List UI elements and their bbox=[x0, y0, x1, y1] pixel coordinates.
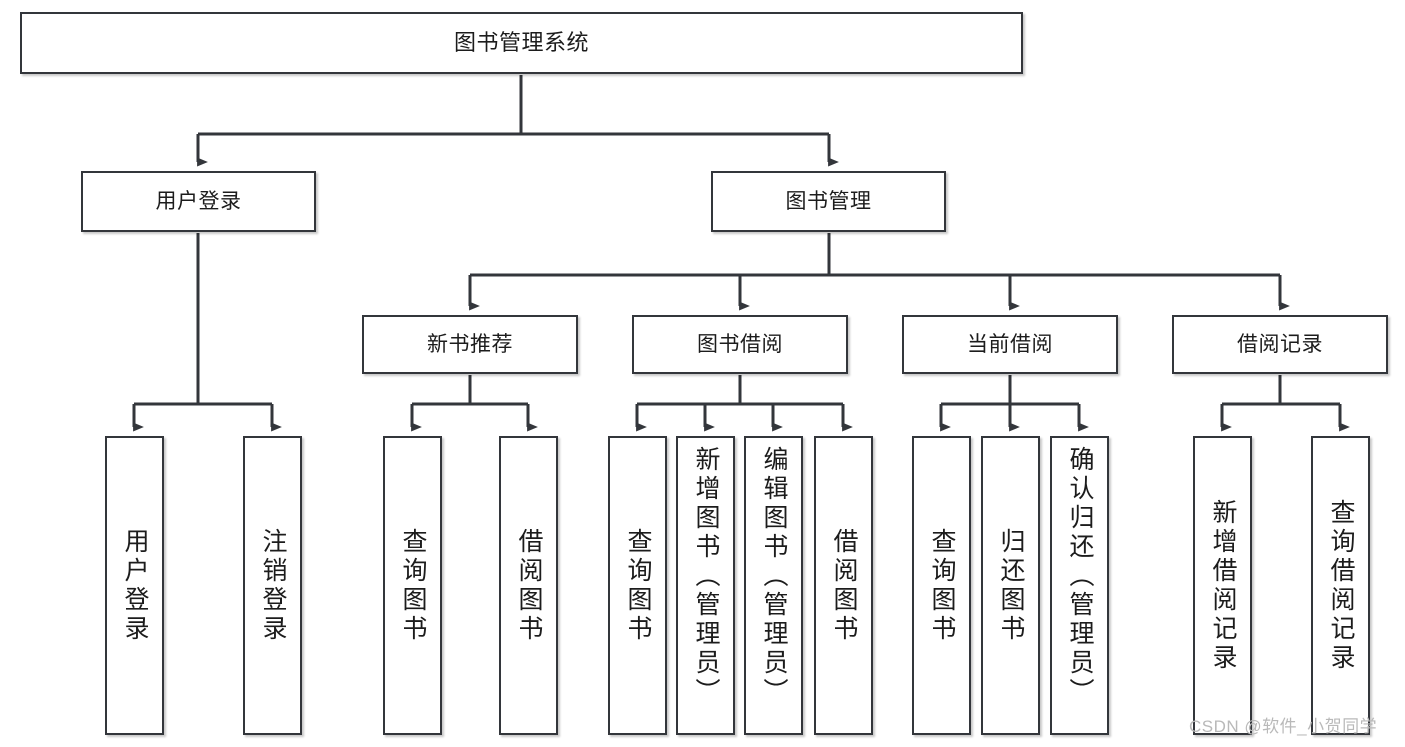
leaf-logout-login[interactable]: 注销登录 bbox=[243, 436, 302, 735]
leaf-add-book-admin[interactable]: 新增图书（管理员） bbox=[676, 436, 735, 735]
node-label: 当前借阅 bbox=[967, 332, 1053, 356]
leaf-return-book[interactable]: 归还图书 bbox=[981, 436, 1040, 735]
node-root-system[interactable]: 图书管理系统 bbox=[20, 12, 1023, 74]
node-borrow-record[interactable]: 借阅记录 bbox=[1172, 315, 1388, 374]
node-book-borrow[interactable]: 图书借阅 bbox=[632, 315, 848, 374]
node-book-management[interactable]: 图书管理 bbox=[711, 171, 946, 232]
node-label: 新增图书（管理员） bbox=[692, 446, 720, 707]
node-label: 编辑图书（管理员） bbox=[760, 446, 788, 707]
node-label: 新书推荐 bbox=[427, 332, 513, 356]
node-current-borrow[interactable]: 当前借阅 bbox=[902, 315, 1118, 374]
leaf-query-book-recommend[interactable]: 查询图书 bbox=[383, 436, 442, 735]
leaf-user-login[interactable]: 用户登录 bbox=[105, 436, 164, 735]
node-label: 借阅记录 bbox=[1237, 332, 1323, 356]
node-label: 查询图书 bbox=[928, 527, 956, 644]
node-label: 用户登录 bbox=[121, 527, 149, 644]
node-label: 查询图书 bbox=[624, 527, 652, 644]
leaf-edit-book-admin[interactable]: 编辑图书（管理员） bbox=[744, 436, 803, 735]
node-label: 查询图书 bbox=[399, 527, 427, 644]
node-label: 图书管理 bbox=[785, 189, 872, 213]
node-label: 图书借阅 bbox=[697, 332, 783, 356]
node-label: 注销登录 bbox=[259, 527, 287, 644]
watermark: CSDN @软件_小贺同学 bbox=[1189, 717, 1378, 736]
node-label: 图书管理系统 bbox=[453, 29, 589, 55]
node-label: 新增借阅记录 bbox=[1209, 498, 1237, 673]
node-label: 借阅图书 bbox=[515, 527, 543, 644]
leaf-borrow-book[interactable]: 借阅图书 bbox=[814, 436, 873, 735]
leaf-add-borrow-record[interactable]: 新增借阅记录 bbox=[1193, 436, 1252, 735]
node-user-login[interactable]: 用户登录 bbox=[81, 171, 316, 232]
leaf-query-book-current[interactable]: 查询图书 bbox=[912, 436, 971, 735]
node-label: 用户登录 bbox=[155, 189, 242, 213]
node-label: 查询借阅记录 bbox=[1327, 498, 1355, 673]
leaf-borrow-book-recommend[interactable]: 借阅图书 bbox=[499, 436, 558, 735]
leaf-query-book-borrow[interactable]: 查询图书 bbox=[608, 436, 667, 735]
leaf-confirm-return-admin[interactable]: 确认归还（管理员） bbox=[1050, 436, 1109, 735]
node-label: 借阅图书 bbox=[830, 527, 858, 644]
leaf-query-borrow-record[interactable]: 查询借阅记录 bbox=[1311, 436, 1370, 735]
node-label: 确认归还（管理员） bbox=[1066, 446, 1094, 707]
node-label: 归还图书 bbox=[997, 527, 1025, 644]
node-new-book-recommend[interactable]: 新书推荐 bbox=[362, 315, 578, 374]
